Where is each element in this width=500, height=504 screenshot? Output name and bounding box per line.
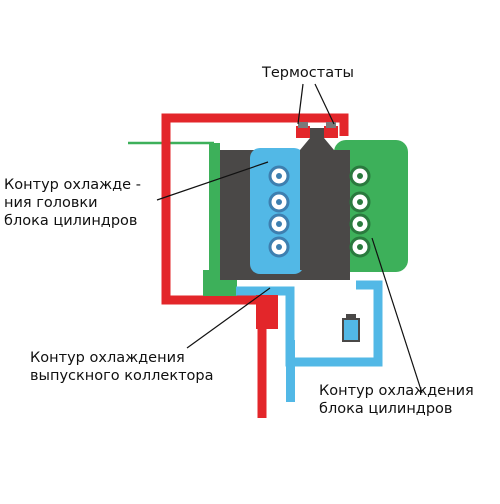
thermostat-left <box>296 126 310 138</box>
thermostat-cap-left <box>298 122 308 128</box>
block-circuit-label: Контур охлаждения блока цилиндров <box>319 383 474 417</box>
thermostat-right <box>324 126 338 138</box>
block-cylinder-center-4 <box>357 244 363 250</box>
blue-outlet-pipe <box>286 340 295 402</box>
pump-cap <box>346 314 356 320</box>
red-exhaust-pipe <box>256 295 278 329</box>
leader-head <box>156 161 269 201</box>
leader-exhaust <box>186 287 271 349</box>
block-cylinder-center-1 <box>357 173 363 179</box>
thermostats-label: Термостаты <box>262 65 354 81</box>
head-cylinder-center-3 <box>276 221 282 227</box>
block-cylinder-center-2 <box>357 199 363 205</box>
pump <box>342 318 360 342</box>
head-cylinder-center-1 <box>276 173 282 179</box>
head-circuit-label: Контур охлажде - ния головки блока цилин… <box>4 177 141 229</box>
blue-circuit-pipe <box>236 280 383 367</box>
central-column <box>300 128 334 270</box>
thermostat-cap-right <box>326 122 336 128</box>
leader-thermo-left <box>297 83 304 125</box>
block-cylinder-center-3 <box>357 221 363 227</box>
green-left-pipe <box>209 143 220 283</box>
head-cylinder-center-4 <box>276 244 282 250</box>
leader-block <box>371 237 423 394</box>
exhaust-circuit-label: Контур охлаждения выпускного коллектора <box>30 350 214 384</box>
head-cylinder-center-2 <box>276 199 282 205</box>
leader-thermo-right <box>314 83 335 125</box>
